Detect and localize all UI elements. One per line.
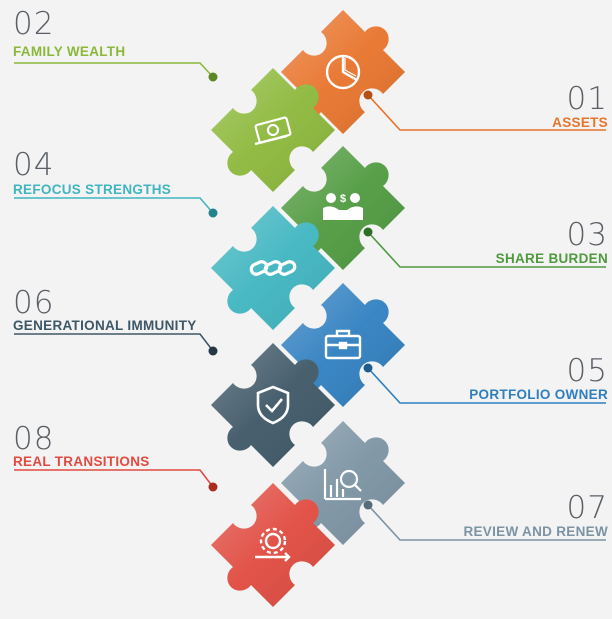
step-06-label: GENERATIONAL IMMUNITY [13, 318, 197, 333]
briefcase-icon [324, 329, 362, 360]
step-03-label: SHARE BURDEN [495, 251, 608, 266]
step-05-number: 05 [566, 353, 608, 389]
step-02-label: FAMILY WEALTH [13, 44, 126, 59]
step-07-label: REVIEW AND RENEW [463, 524, 608, 539]
connector-03 [367, 231, 606, 268]
pie-chart-icon [325, 54, 361, 90]
step-08-label: REAL TRANSITIONS [13, 454, 150, 469]
connector-08 [14, 469, 214, 488]
puzzle-piece-06 [211, 343, 335, 467]
step-04-number: 04 [13, 147, 55, 183]
connector-06 [14, 333, 214, 352]
step-01-label: ASSETS [552, 115, 608, 130]
gear-arrow-icon [255, 527, 291, 562]
chain-icon [249, 260, 297, 276]
shield-check-icon [256, 385, 290, 425]
step-07-number: 07 [566, 490, 608, 526]
step-06-number: 06 [13, 285, 55, 321]
connector-07 [367, 504, 606, 541]
puzzle-piece-01 [281, 10, 405, 134]
puzzle-piece-07 [281, 421, 405, 545]
connector-dots [208, 72, 373, 510]
puzzle-piece-08 [211, 483, 335, 607]
handshake-icon: $ [323, 193, 363, 220]
step-03-number: 03 [566, 217, 608, 253]
money-icon [254, 116, 292, 146]
step-08-number: 08 [13, 421, 55, 457]
step-05-label: PORTFOLIO OWNER [469, 387, 608, 402]
step-04-label: REFOCUS STRENGTHS [13, 182, 172, 197]
puzzle-piece-02 [211, 68, 335, 192]
connector-01 [367, 94, 606, 131]
puzzle-piece-04 [211, 206, 335, 330]
step-01-number: 01 [566, 81, 608, 117]
connector-05 [367, 367, 606, 404]
connector-04 [14, 197, 214, 214]
connector-lines [14, 62, 606, 541]
connector-02 [14, 62, 214, 78]
svg-text:$: $ [340, 193, 346, 205]
chart-magnifier-icon [323, 469, 362, 501]
puzzle-piece-03: $ [281, 146, 405, 270]
puzzle-piece-05 [281, 283, 405, 407]
step-02-number: 02 [13, 6, 55, 42]
